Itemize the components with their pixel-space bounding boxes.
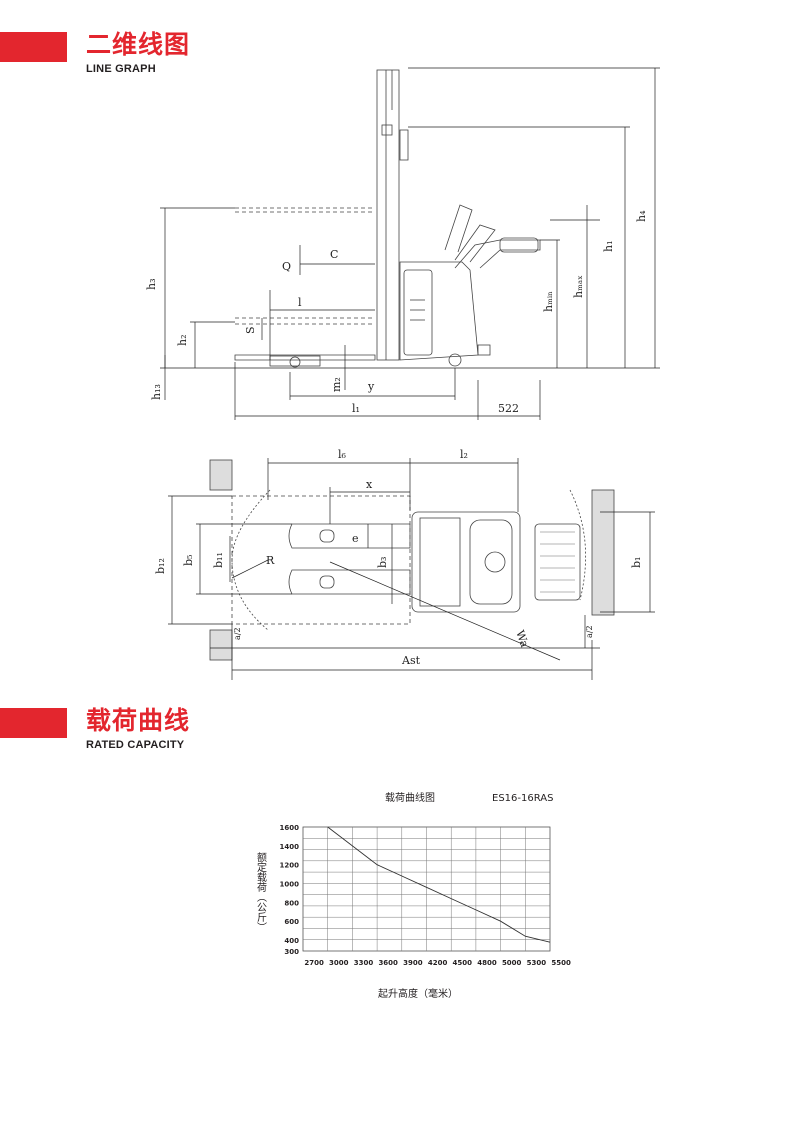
label-wa: Wa xyxy=(513,629,531,650)
label-hmin: hₘᵢₙ xyxy=(542,291,555,312)
x-tick-label: 4800 xyxy=(477,959,497,967)
x-tick-label: 5500 xyxy=(551,959,571,967)
capacity-chart: 载荷曲线图 ES16-16RAS 起升高度（毫米） 额定载荷（公斤） 2700 3… xyxy=(255,791,571,1000)
label-h1: h₁ xyxy=(602,241,615,253)
label-l1: l₁ xyxy=(352,402,360,415)
y-tick-label: 600 xyxy=(284,918,299,926)
y-tick-label: 1600 xyxy=(280,824,300,832)
y-tick-label: 1200 xyxy=(280,862,300,870)
top-view-drawing: l₆ l₂ x b₁₂ b₅ b₁₁ R e b₃ b₁ Wa a/2 a/2 … xyxy=(154,448,655,680)
section-bar-rated-capacity xyxy=(0,708,67,738)
section-subtitle-line-graph: LINE GRAPH xyxy=(86,63,156,75)
chart-title: 载荷曲线图 xyxy=(385,791,435,804)
label-a2-right: a/2 xyxy=(585,625,594,638)
label-b1: b₁ xyxy=(630,557,643,568)
label-x: x xyxy=(366,478,373,491)
label-522: 522 xyxy=(498,402,519,415)
y-tick-label: 300 xyxy=(284,948,299,956)
x-tick-label: 3300 xyxy=(354,959,374,967)
label-l6: l₆ xyxy=(338,448,347,461)
chart-xlabel: 起升高度（毫米） xyxy=(378,987,458,1000)
x-tick-label: 3600 xyxy=(378,959,398,967)
section-subtitle-rated-capacity: RATED CAPACITY xyxy=(86,739,185,751)
label-e: e xyxy=(352,532,359,545)
x-tick-label: 4200 xyxy=(428,959,448,967)
label-b5: b₅ xyxy=(182,555,195,566)
capacity-curve xyxy=(327,826,551,943)
section-bar-line-graph xyxy=(0,32,67,62)
section-title-rated-capacity: 载荷曲线 xyxy=(86,706,191,735)
y-tick-label: 1400 xyxy=(280,843,300,851)
x-tick-label: 4500 xyxy=(453,959,473,967)
chart-ylabel: 额定载荷（公斤） xyxy=(255,851,267,932)
x-tick-label: 2700 xyxy=(304,959,324,967)
label-l: l xyxy=(298,296,302,309)
label-h3: h₃ xyxy=(145,279,158,291)
label-y: y xyxy=(367,380,375,393)
side-view-drawing: Q C h₃ l S h₂ h₁₃ m₂ y l₁ 522 hₘᵢₙ hₘₐₓ … xyxy=(145,67,660,420)
label-r: R xyxy=(266,554,275,567)
label-h13: h₁₃ xyxy=(150,384,163,400)
label-q: Q xyxy=(282,260,291,273)
label-h2: h₂ xyxy=(176,335,189,347)
label-b12: b₁₂ xyxy=(154,558,167,574)
chart-model: ES16-16RAS xyxy=(492,793,553,804)
label-a2-left: a/2 xyxy=(233,627,242,640)
y-tick-label: 800 xyxy=(284,899,299,907)
x-tick-label: 5000 xyxy=(502,959,522,967)
x-tick-label: 3000 xyxy=(329,959,349,967)
label-h4: h₄ xyxy=(635,210,648,222)
label-b3: b₃ xyxy=(376,557,389,568)
label-m2: m₂ xyxy=(330,377,343,392)
y-tick-label: 400 xyxy=(284,937,299,945)
section-title-line-graph: 二维线图 xyxy=(86,30,191,59)
label-s: S xyxy=(244,326,257,334)
label-b11: b₁₁ xyxy=(212,552,225,568)
x-tick-label: 5300 xyxy=(527,959,547,967)
chart-ticks: 2700 3000 3300 3600 3900 4200 4500 4800 5000 5300… xyxy=(280,824,571,967)
chart-grid xyxy=(302,826,551,952)
y-tick-label: 1000 xyxy=(280,881,300,889)
label-c: C xyxy=(330,248,338,261)
label-hmax: hₘₐₓ xyxy=(572,275,585,298)
x-tick-label: 3900 xyxy=(403,959,423,967)
label-ast: Ast xyxy=(401,654,421,667)
chart-series xyxy=(327,826,551,943)
label-l2: l₂ xyxy=(460,448,468,461)
